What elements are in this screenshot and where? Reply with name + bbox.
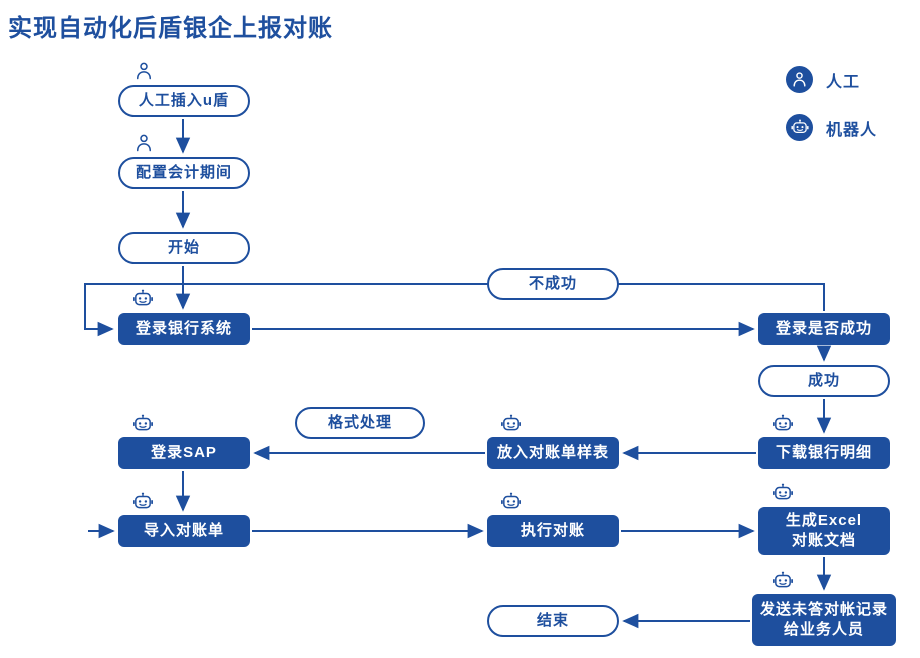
robot-icon [772,482,794,504]
node-download-detail: 下载银行明细 [758,437,890,469]
edge-fail-loop [84,283,825,337]
legend-robot-label: 机器人 [826,121,878,139]
node-import-statement: 导入对账单 [118,515,250,547]
node-gen-excel: 生成Excel 对账文档 [758,507,890,555]
robot-icon [772,570,794,592]
robot-icon [786,114,813,141]
legend-manual-label: 人工 [826,73,861,91]
node-login-check: 登录是否成功 [758,313,890,345]
robot-icon [500,413,522,435]
node-put-template: 放入对账单样表 [487,437,619,469]
person-icon [134,60,154,82]
robot-icon [132,288,154,310]
legend-robot: 机器人 [786,114,877,141]
node-send-record: 发送未答对帐记录 给业务人员 [752,594,896,646]
node-login-bank: 登录银行系统 [118,313,250,345]
node-insert-ukey: 人工插入u盾 [118,85,250,117]
node-execute-recon: 执行对账 [487,515,619,547]
robot-icon [500,491,522,513]
node-success: 成功 [758,365,890,397]
node-format-process: 格式处理 [295,407,425,439]
robot-icon [132,491,154,513]
node-fail: 不成功 [487,268,619,300]
node-start: 开始 [118,232,250,264]
node-login-sap: 登录SAP [118,437,250,469]
person-icon [134,132,154,154]
node-config-period: 配置会计期间 [118,157,250,189]
node-end: 结束 [487,605,619,637]
robot-icon [772,413,794,435]
legend-manual: 人工 [786,66,860,93]
person-icon [786,66,813,93]
robot-icon [132,413,154,435]
page-title: 实现自动化后盾银企上报对账 [8,15,333,42]
